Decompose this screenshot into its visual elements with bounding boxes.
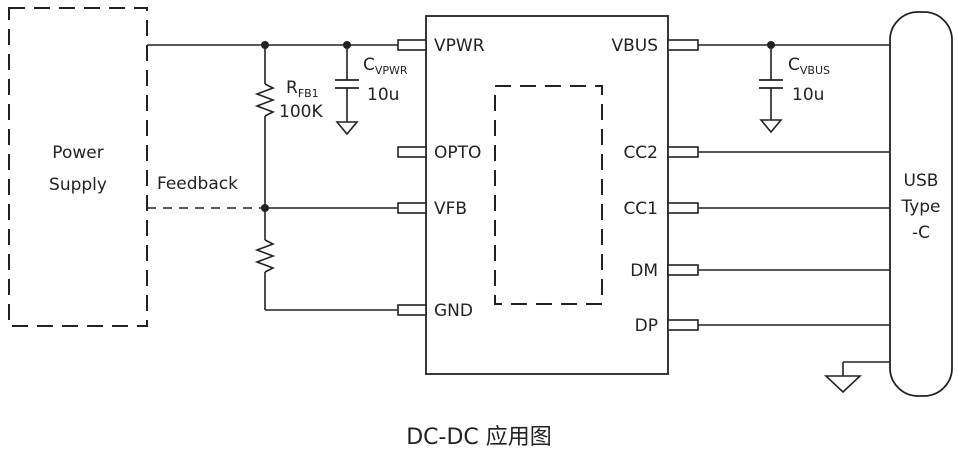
connector-label-line1: USB (904, 171, 939, 191)
wires (147, 44, 890, 376)
pin-stub-vbus (667, 39, 699, 51)
ground-symbol (823, 375, 863, 394)
connector-label-line2: Type (900, 197, 940, 217)
ic-body (425, 15, 669, 375)
pin-label-opto: OPTO (434, 143, 481, 163)
pin-label-dp: DP (635, 316, 658, 336)
pin-stub-opto (397, 146, 427, 158)
lower-resistor (254, 239, 276, 273)
usb-type-c-connector: USB Type -C (889, 11, 953, 397)
cvbus-label: CVBUS (788, 55, 830, 77)
pin-stub-gnd (397, 304, 427, 316)
pin-label-vbus: VBUS (611, 36, 658, 56)
pin-stub-dm (667, 264, 699, 276)
rfb1-resistor (254, 83, 276, 117)
cvpwr-value: 10u (367, 85, 399, 105)
pin-label-dm: DM (630, 261, 658, 281)
pin-label-gnd: GND (434, 301, 473, 321)
ground-symbol (759, 119, 783, 134)
pin-label-vpwr: VPWR (434, 36, 485, 56)
pin-stub-cc2 (667, 146, 699, 158)
pin-stub-vfb (397, 202, 427, 214)
cvpwr-label: CVPWR (363, 55, 408, 77)
pin-stubs (397, 39, 699, 331)
ic-internal-dashed-block (494, 85, 603, 305)
junction-dot (261, 204, 269, 212)
power-supply-block: Power Supply (8, 7, 148, 327)
pin-stub-cc1 (667, 202, 699, 214)
rfb1-label: RFB1 (286, 78, 319, 100)
diagram-caption: DC-DC 应用图 (406, 425, 552, 450)
junction-dot (343, 41, 351, 49)
junction-dot (767, 41, 775, 49)
junction-dots (261, 41, 775, 212)
pin-stub-dp (667, 319, 699, 331)
rfb1-value: 100K (279, 102, 323, 122)
junction-dot (261, 41, 269, 49)
pin-label-cc2: CC2 (623, 143, 658, 163)
pin-label-vfb: VFB (434, 199, 467, 219)
cvbus-value: 10u (792, 85, 824, 105)
power-supply-label-line2: Supply (49, 175, 107, 195)
pin-label-cc1: CC1 (623, 199, 658, 219)
pin-stub-vpwr (397, 39, 427, 51)
feedback-label: Feedback (157, 174, 238, 194)
power-supply-label-line1: Power (52, 143, 103, 163)
connector-label-line3: -C (912, 223, 930, 243)
ground-symbol (335, 121, 359, 136)
